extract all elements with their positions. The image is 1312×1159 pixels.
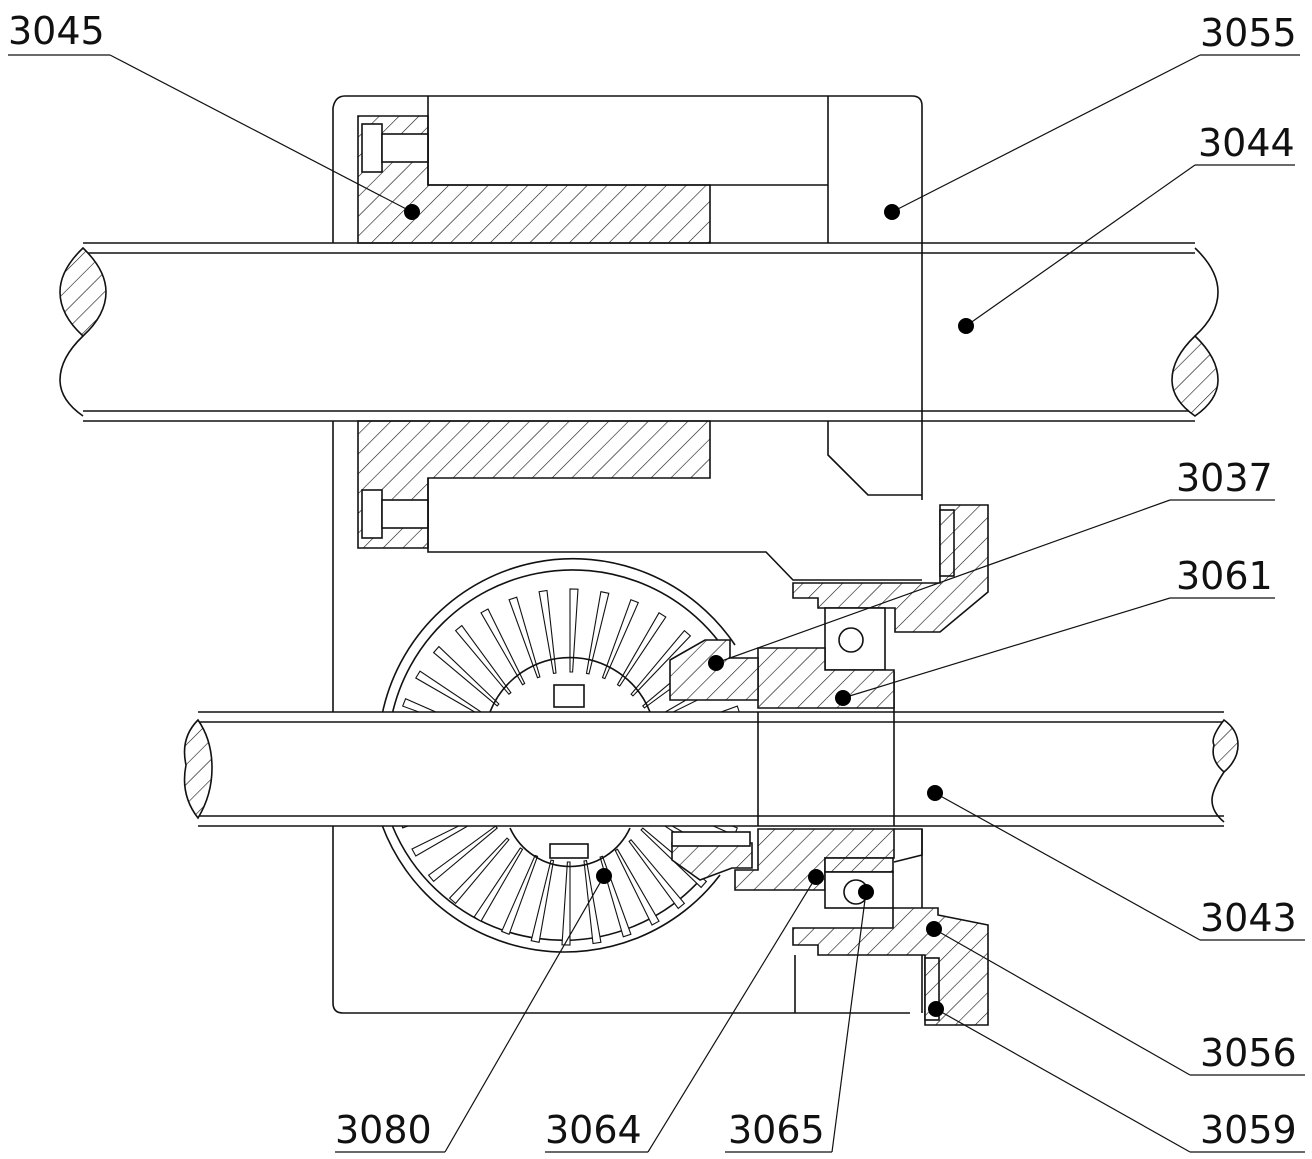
dot-3043 — [927, 785, 943, 801]
bearing-assembly — [669, 504, 989, 1026]
dot-3064 — [808, 869, 824, 885]
gear-tooth — [432, 645, 500, 707]
dot-3080 — [596, 868, 612, 884]
label-3037: 3037 — [1176, 456, 1273, 500]
dot-3056 — [926, 921, 942, 937]
lower-shaft — [183, 672, 1239, 827]
gear-tooth — [448, 837, 510, 905]
dot-3055 — [884, 204, 900, 220]
gear-tooth — [480, 608, 526, 686]
label-3064: 3064 — [545, 1108, 642, 1152]
dot-3065 — [858, 884, 874, 900]
upper-block — [357, 96, 922, 581]
gear-tooth — [561, 861, 571, 946]
part-labels: 3045 3055 3044 3037 3061 3043 3056 3059 … — [8, 9, 1297, 1152]
gear-tooth — [630, 629, 692, 697]
label-3065: 3065 — [728, 1108, 825, 1152]
dot-3061 — [835, 690, 851, 706]
gear-tooth — [569, 588, 579, 673]
gear-tooth — [538, 589, 557, 675]
label-3055: 3055 — [1200, 11, 1297, 55]
dot-3037 — [708, 655, 724, 671]
gear-tooth — [473, 847, 524, 922]
gear-tooth — [454, 624, 512, 695]
reference-dots — [404, 204, 974, 1017]
gear-tooth — [500, 854, 539, 936]
gear-tooth — [427, 825, 498, 883]
upper-shaft — [59, 242, 1219, 422]
label-3059: 3059 — [1200, 1108, 1297, 1152]
gear-tooth — [583, 859, 602, 945]
gear-tooth — [616, 612, 667, 687]
label-3044: 3044 — [1198, 121, 1295, 165]
leader-lines — [8, 54, 1305, 1153]
gear-tooth — [530, 859, 555, 943]
gear-tooth — [585, 591, 610, 675]
gear-tooth — [508, 596, 541, 679]
gear-tooth — [601, 598, 640, 680]
label-3056: 3056 — [1200, 1031, 1297, 1075]
dot-3045 — [404, 204, 420, 220]
dot-3044 — [958, 318, 974, 334]
housing-frame — [332, 95, 923, 1014]
label-3080: 3080 — [335, 1108, 432, 1152]
dot-3059 — [928, 1001, 944, 1017]
label-3045: 3045 — [8, 9, 105, 53]
label-3061: 3061 — [1176, 554, 1273, 598]
label-3043: 3043 — [1200, 896, 1297, 940]
gear-tooth — [628, 839, 686, 910]
gear-tooth — [614, 848, 660, 926]
